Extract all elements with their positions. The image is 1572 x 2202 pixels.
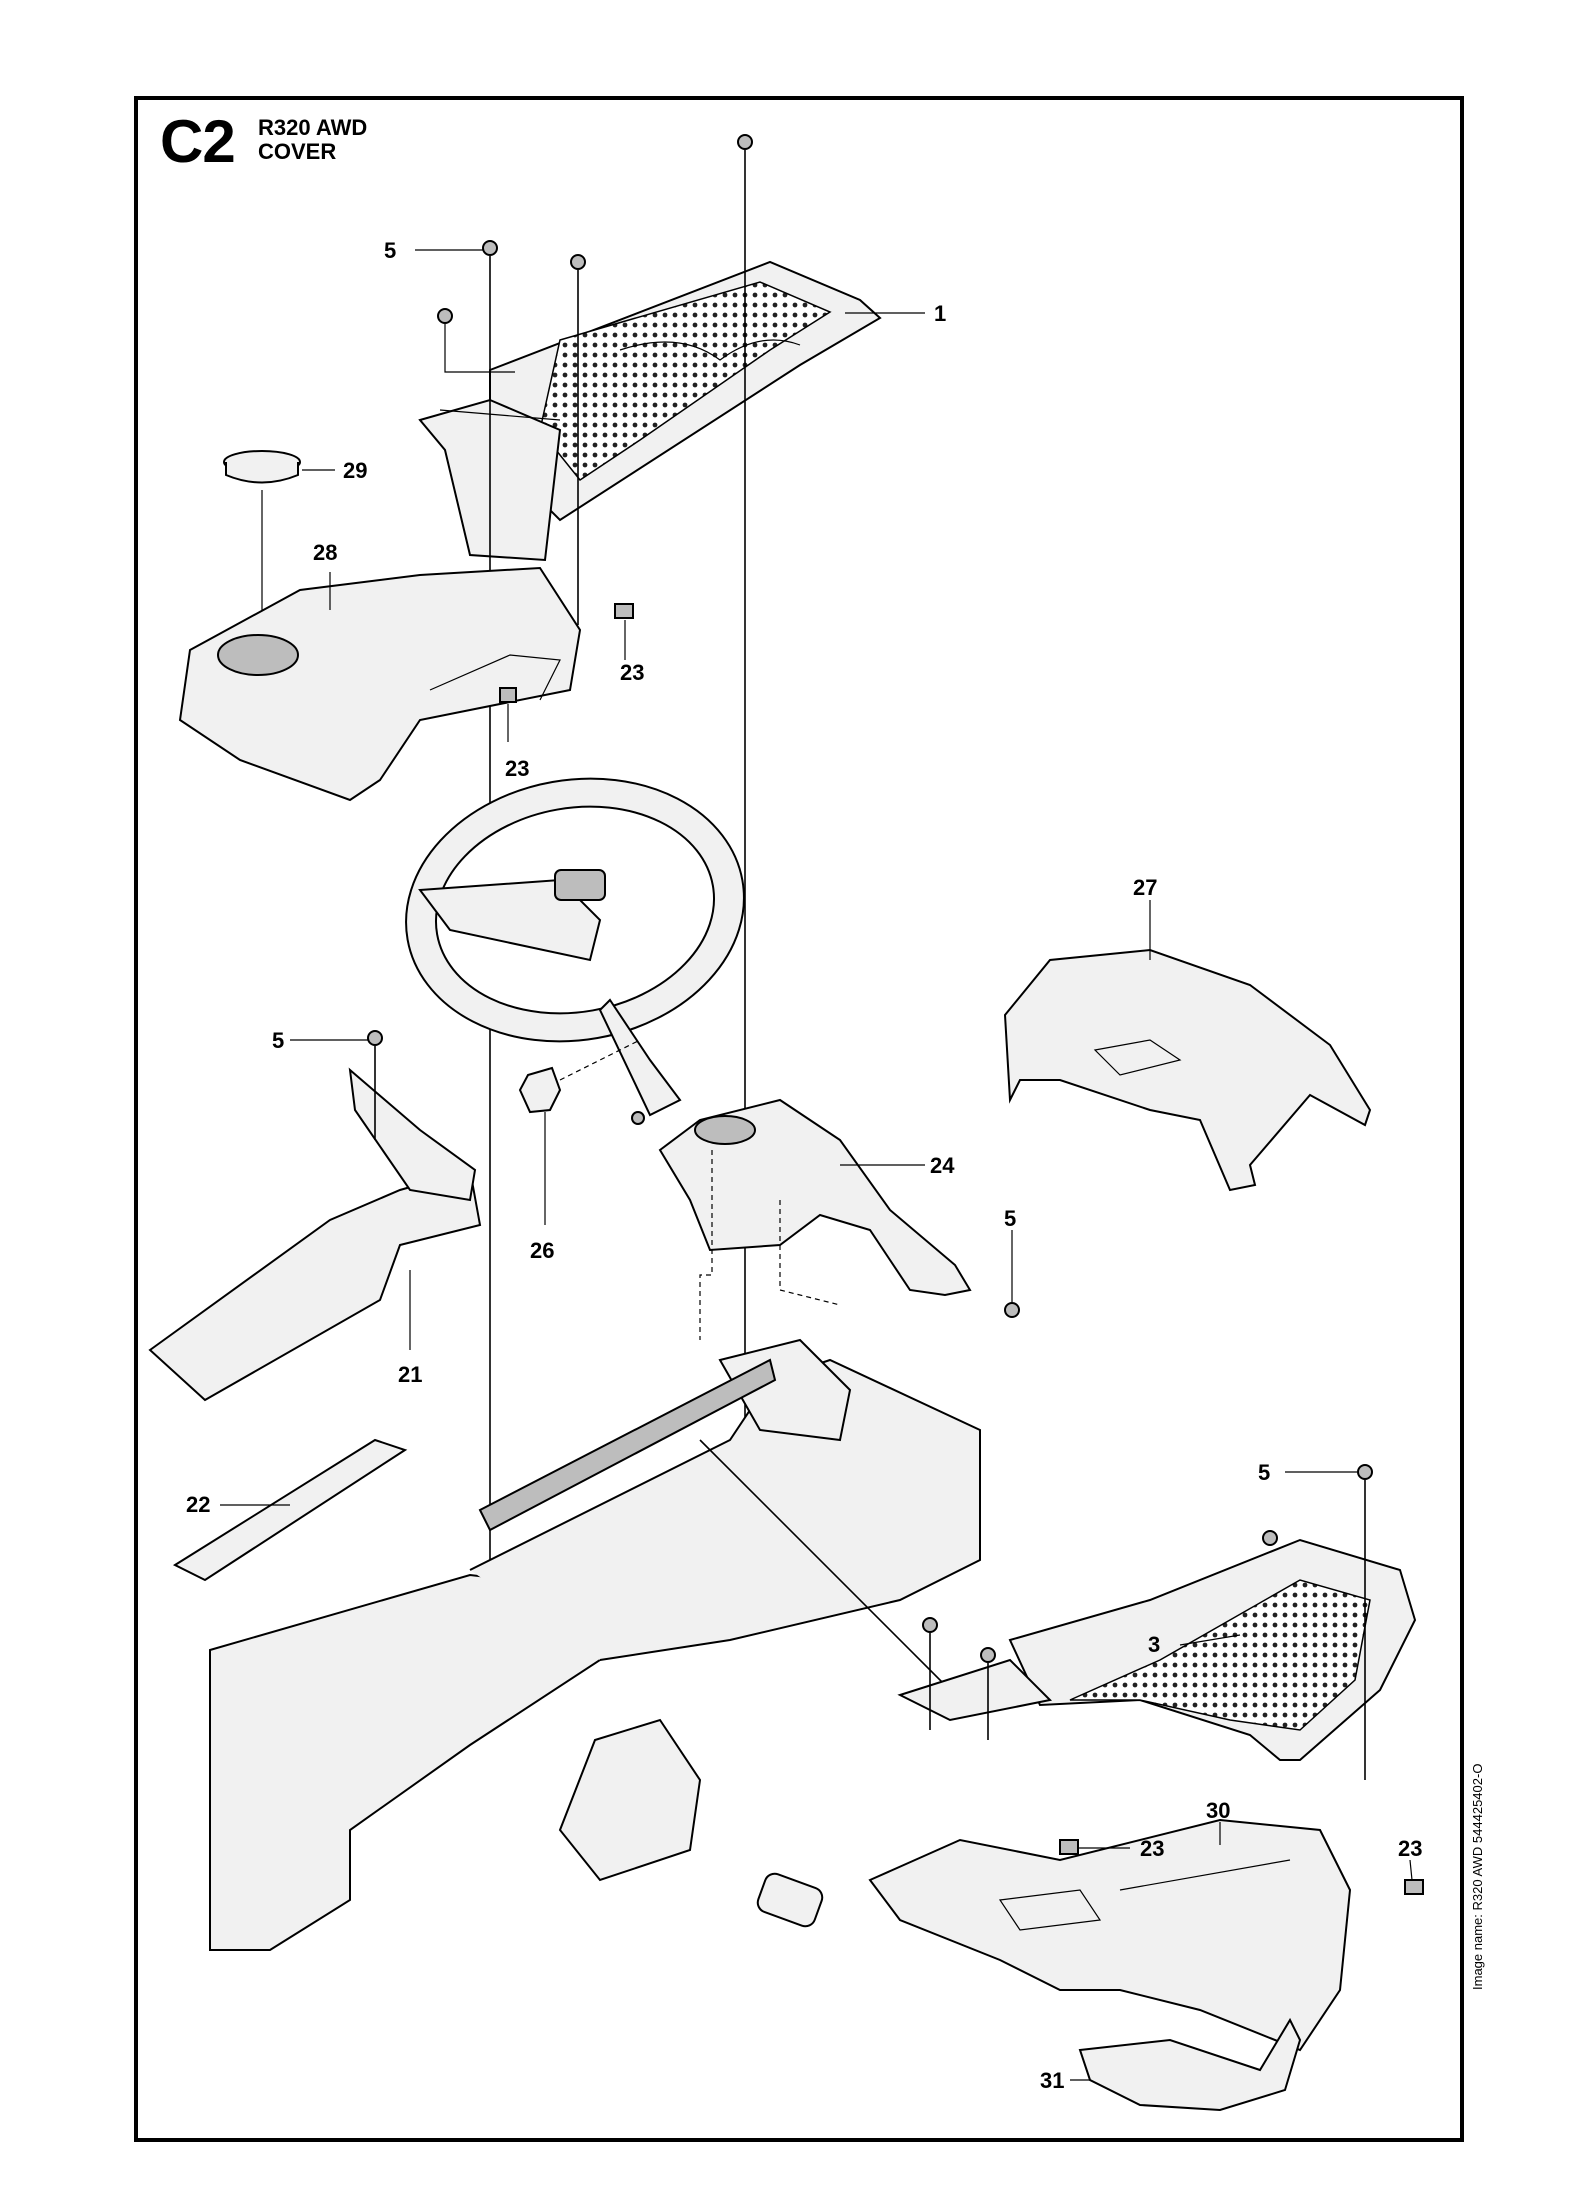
callout-22: 22 (186, 1492, 210, 1517)
callout-5-mid: 5 (1004, 1206, 1016, 1231)
callout-labels: 1 5 29 28 23 23 27 5 24 26 5 21 22 5 3 3… (186, 238, 1422, 2093)
part-22-strip (172, 1438, 408, 1582)
part-27-rear-cover (1003, 948, 1372, 1192)
callout-29: 29 (343, 458, 367, 483)
part-24-column-cover (658, 1098, 972, 1340)
part-30-rear-side-cover (868, 1818, 1424, 2052)
part-26-knob (518, 1039, 1020, 1318)
callout-leaders (220, 249, 1413, 2081)
title-block: R320 AWD COVER (258, 116, 367, 164)
callout-23-b: 23 (505, 756, 529, 781)
chassis-frame (209, 1338, 981, 1951)
callout-23-a: 23 (620, 660, 644, 685)
callout-3: 3 (1148, 1632, 1160, 1657)
part-1-top-cover (418, 260, 882, 562)
screw-5-icons (437, 134, 753, 1600)
section-title: COVER (258, 139, 337, 164)
part-21-side-panel (148, 1030, 482, 1402)
callout-30: 30 (1206, 1798, 1230, 1823)
drawing-frame (134, 96, 1464, 2142)
part-29-ring (223, 450, 301, 640)
section-code: C2 (160, 108, 236, 175)
part-31-trim (1078, 2017, 1302, 2112)
part-28-dash-cover (178, 566, 582, 802)
callout-23-d: 23 (1398, 1836, 1422, 1861)
callout-31: 31 (1040, 2068, 1064, 2093)
model-name: R320 AWD (258, 115, 368, 140)
callout-26: 26 (530, 1238, 554, 1263)
callout-5-left: 5 (272, 1028, 284, 1053)
callout-23-c: 23 (1140, 1836, 1164, 1861)
part-3-rear-footrest (897, 1464, 1417, 1780)
clip-23-upper (499, 603, 634, 703)
steering-wheel (405, 777, 745, 1117)
callout-28: 28 (313, 540, 337, 565)
callout-5-top: 5 (384, 238, 396, 263)
callout-5-right: 5 (1258, 1460, 1270, 1485)
callout-1: 1 (934, 301, 946, 326)
callout-27: 27 (1133, 875, 1157, 900)
callout-21: 21 (398, 1362, 422, 1387)
callout-24: 24 (930, 1153, 955, 1178)
